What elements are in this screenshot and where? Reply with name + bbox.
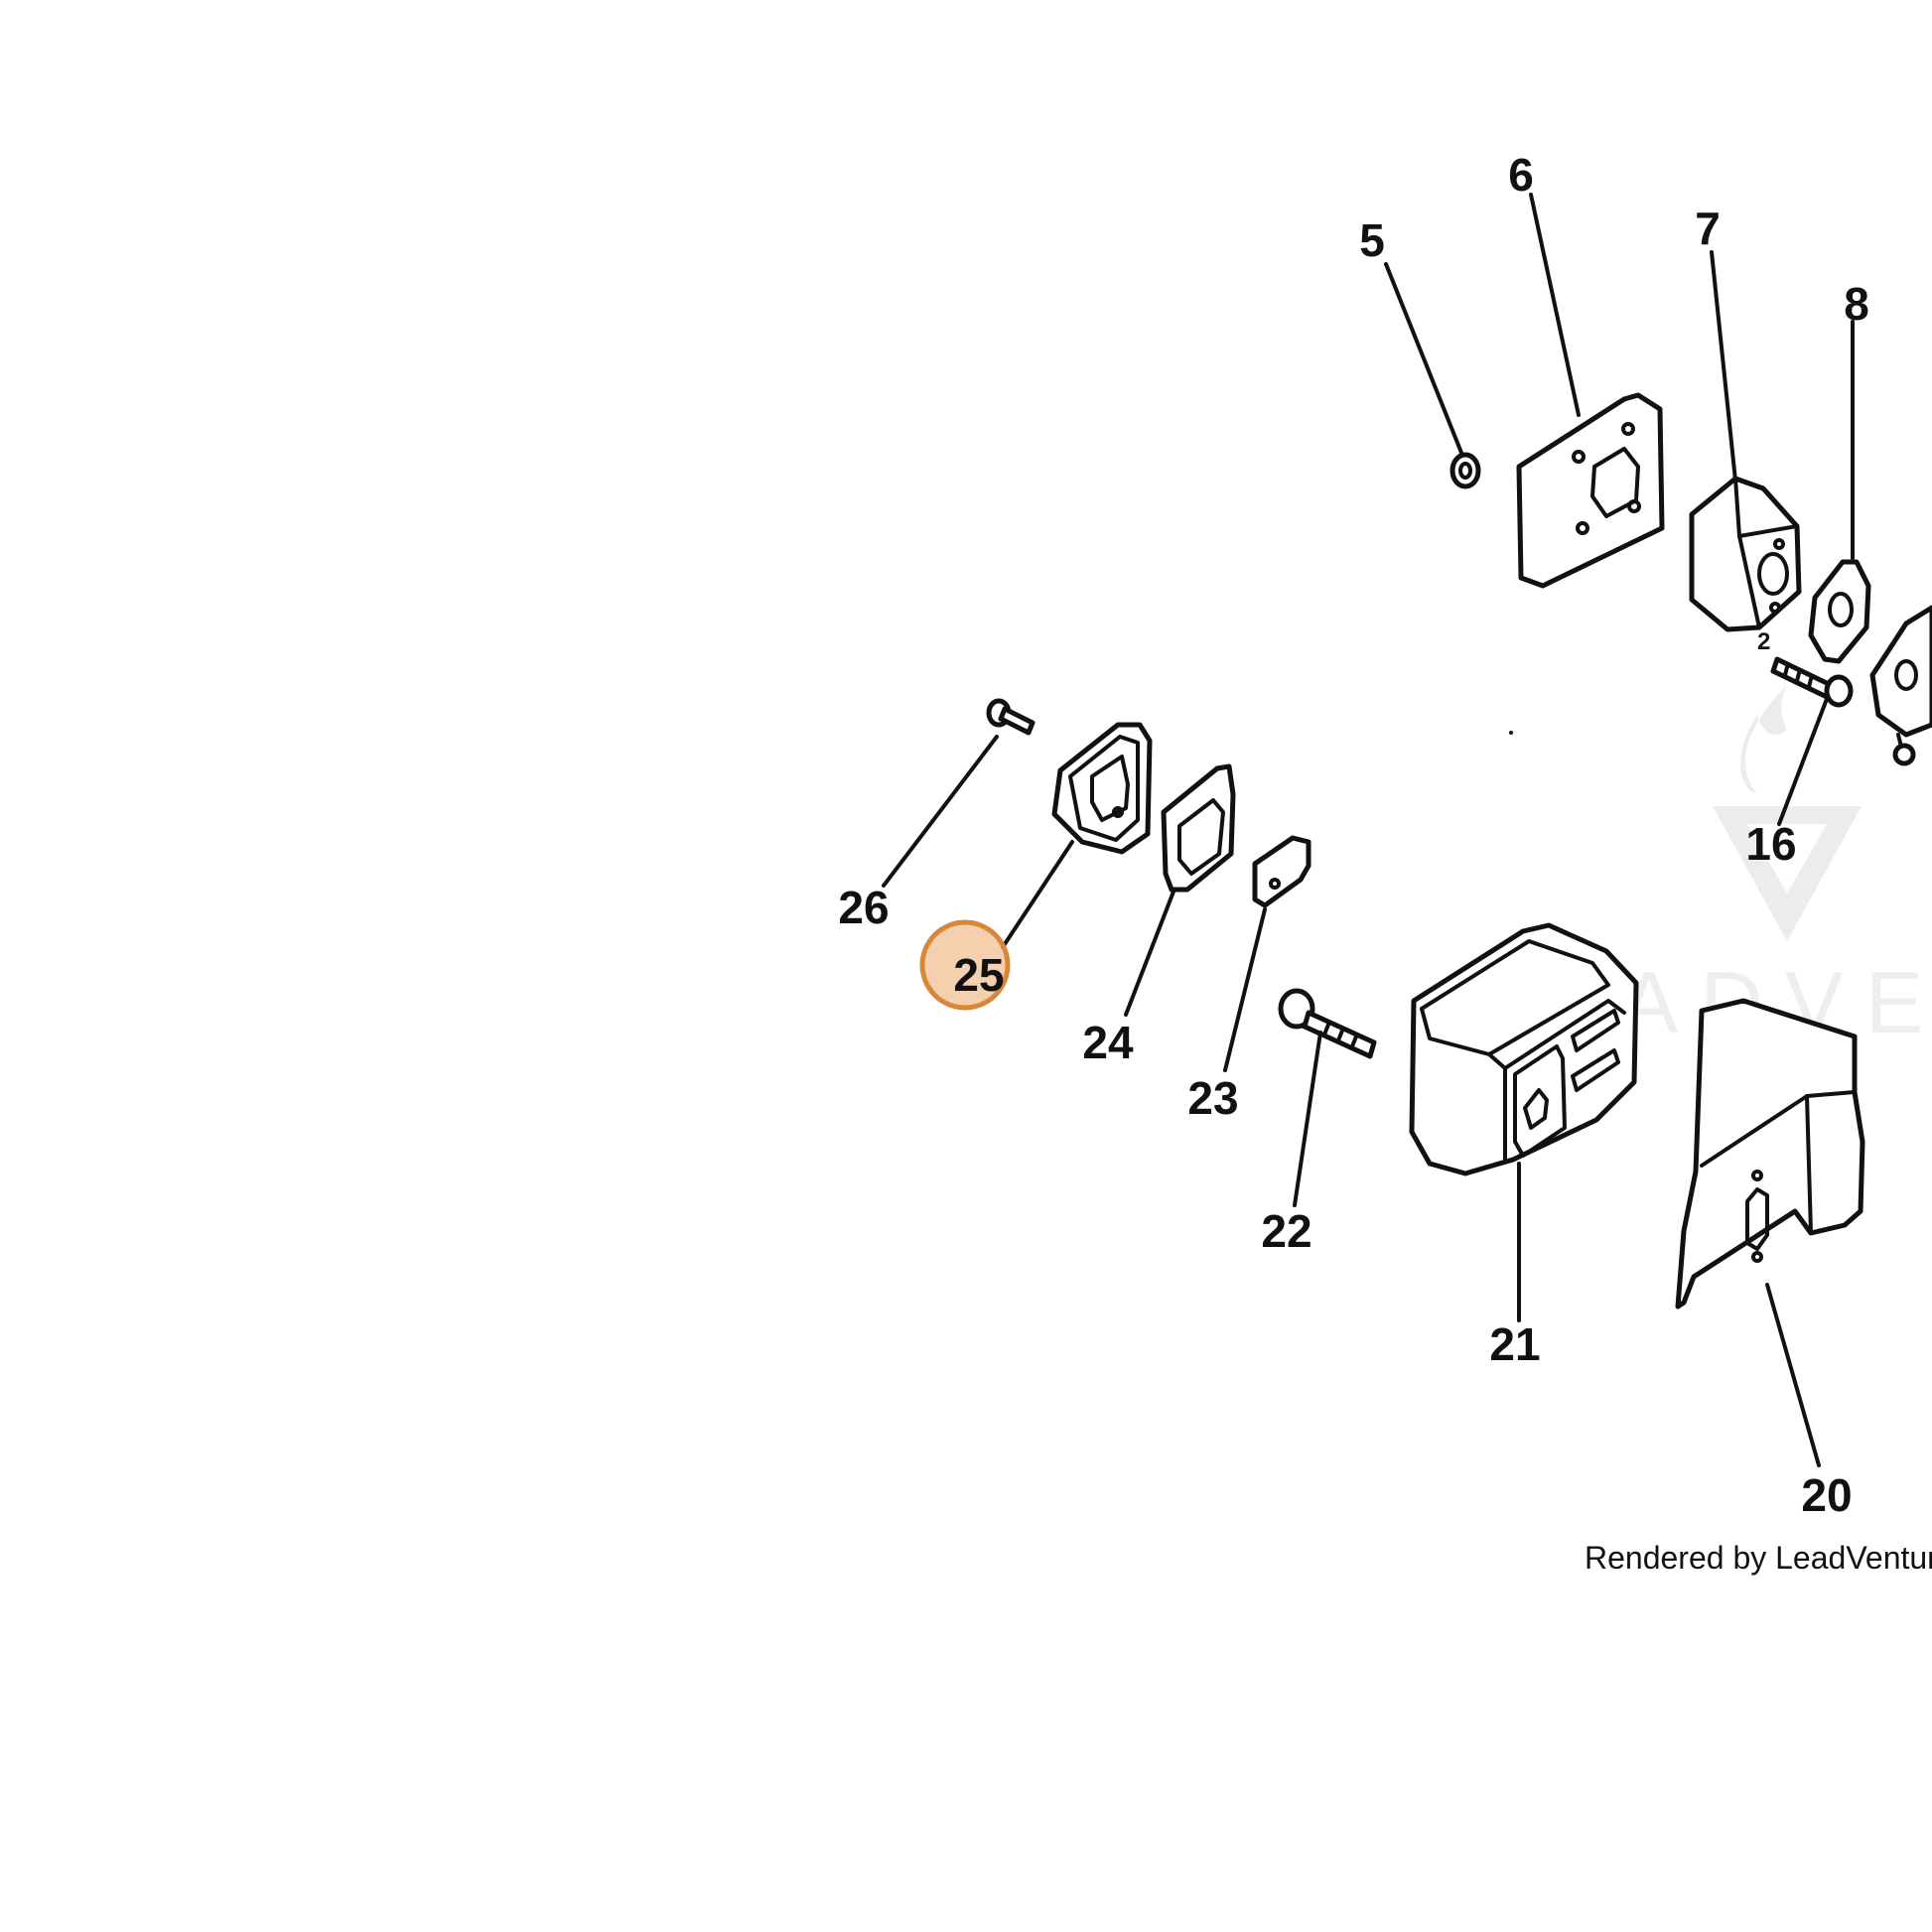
part-16-screw — [1770, 656, 1854, 708]
part-25-cover — [1051, 722, 1153, 855]
callout-26[interactable]: 26 — [838, 882, 889, 933]
credit-text: Rendered by LeadVenture, — [1585, 1540, 1932, 1576]
part-8-gasket — [1808, 559, 1871, 664]
callout-23[interactable]: 23 — [1187, 1072, 1238, 1124]
leader-24 — [1124, 890, 1175, 1017]
leader-26 — [882, 735, 999, 888]
stray-mark — [1509, 731, 1513, 735]
callout-21[interactable]: 21 — [1489, 1318, 1540, 1370]
part-6-gasket — [1516, 392, 1665, 589]
callout-16[interactable]: 16 — [1745, 818, 1796, 870]
highlight-hotspot-25[interactable] — [919, 919, 1011, 1011]
watermark-flame-icon — [1740, 685, 1787, 794]
small-mark: 2 — [1757, 628, 1770, 655]
leader-5 — [1384, 262, 1463, 455]
leader-16 — [1777, 697, 1829, 826]
leader-20 — [1765, 1283, 1821, 1467]
part-7-block — [1689, 476, 1802, 632]
part-carburetor — [1869, 605, 1932, 766]
part-22-bolt — [1278, 988, 1377, 1059]
watermark-chevron-icon — [1713, 806, 1862, 941]
callout-24[interactable]: 24 — [1082, 1017, 1134, 1068]
callout-22[interactable]: 22 — [1261, 1205, 1311, 1257]
leader-25 — [1001, 840, 1074, 949]
callout-7[interactable]: 7 — [1695, 203, 1721, 254]
leader-23 — [1223, 907, 1267, 1072]
part-20-heat-shield — [1675, 998, 1865, 1310]
leader-22 — [1293, 1031, 1322, 1207]
leader-6 — [1529, 193, 1581, 417]
callout-8[interactable]: 8 — [1844, 278, 1869, 330]
leader-7 — [1710, 250, 1737, 483]
callout-25[interactable]: 25 — [953, 949, 1004, 1001]
part-26-bolt — [986, 698, 1035, 736]
part-23-plate — [1252, 835, 1311, 908]
callout-20[interactable]: 20 — [1801, 1469, 1852, 1521]
part-5-nut — [1449, 452, 1481, 489]
callout-labels: 5 6 7 8 16 20 21 22 23 24 25 26 — [838, 149, 1868, 1521]
part-21-muffler — [1409, 922, 1639, 1176]
leader-lines — [882, 193, 1855, 1467]
part-24-gasket — [1161, 763, 1236, 893]
callout-6[interactable]: 6 — [1508, 149, 1534, 201]
callout-5[interactable]: 5 — [1359, 214, 1385, 266]
